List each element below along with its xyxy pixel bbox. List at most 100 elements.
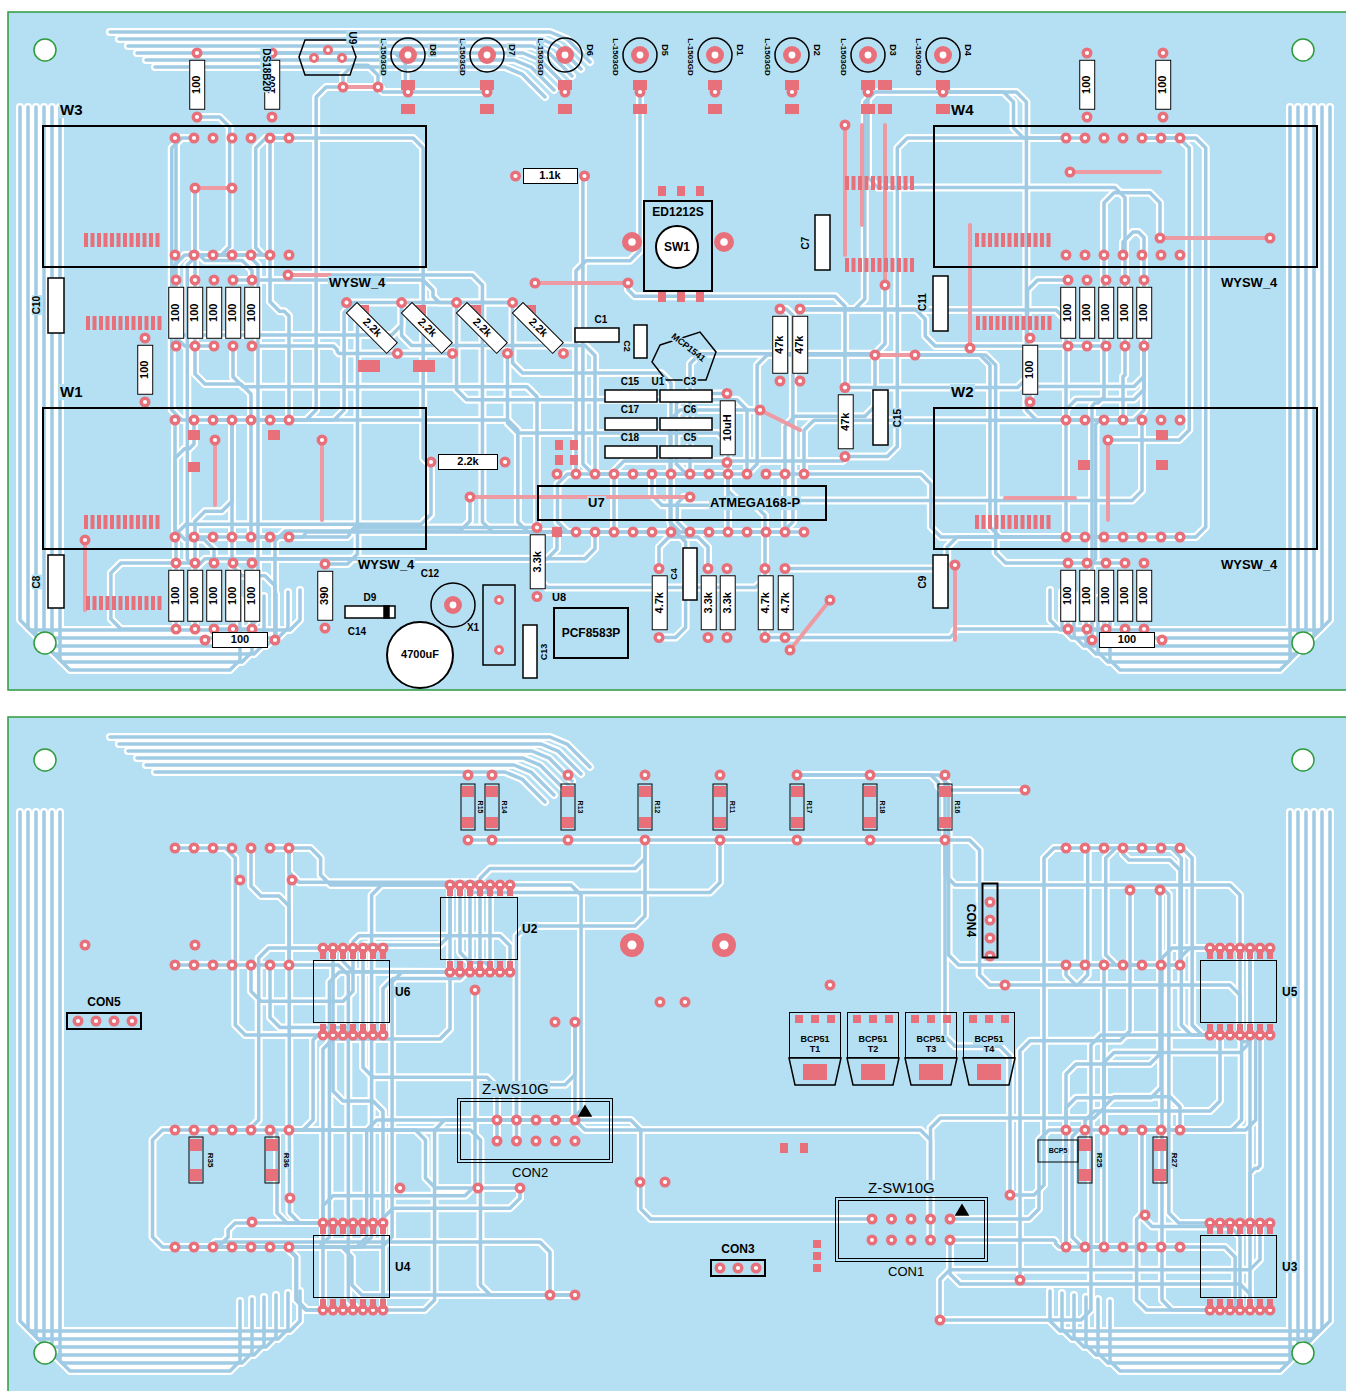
smd-pad (190, 1169, 202, 1181)
part-value: 100 (208, 303, 220, 323)
through-hole-pad (685, 527, 696, 538)
through-hole-pad (170, 415, 181, 426)
through-hole-pad (1137, 532, 1148, 543)
copper-trace (460, 885, 490, 972)
through-hole-pad (190, 558, 201, 569)
drill-hole (473, 988, 477, 992)
through-hole-pad (666, 469, 677, 480)
component-label: W4 (950, 102, 975, 118)
smd-pad (639, 786, 651, 797)
resistor-body: 3.3k (719, 575, 735, 630)
through-hole-pad (825, 595, 836, 606)
through-hole-pad (494, 595, 504, 605)
drill-hole (718, 773, 722, 777)
smd-pad (677, 186, 685, 196)
drill-hole (174, 344, 178, 348)
drill-hole (657, 566, 661, 570)
smd-pad (477, 961, 483, 971)
drill-hole (174, 561, 178, 565)
part-label: C7 (801, 236, 812, 251)
part-label: C8 (32, 575, 43, 590)
part-label: U1 (651, 377, 666, 388)
drill-hole (1066, 627, 1070, 631)
drill-hole (230, 535, 234, 539)
through-hole-pad (1265, 233, 1276, 244)
trace-clearance (195, 532, 595, 629)
connector-box: Z-SW10GCON1 (835, 1197, 988, 1262)
drill-hole (643, 838, 647, 842)
through-hole-pad (703, 632, 714, 643)
drill-hole (1178, 136, 1182, 140)
through-hole-pad (755, 405, 766, 416)
smd-pad (477, 886, 483, 896)
trace-clearance (1123, 848, 1220, 1035)
through-hole-pad (228, 275, 239, 286)
smd-pad (1154, 1169, 1166, 1181)
smd-pad (136, 233, 140, 247)
through-hole-pad (723, 469, 734, 480)
through-hole-pad (1101, 275, 1112, 286)
smd-pad (1237, 1024, 1243, 1034)
smd-pad (320, 1224, 326, 1234)
through-hole-pad (551, 1136, 561, 1146)
through-hole-pad (1101, 558, 1112, 569)
top-layer-trace (875, 353, 915, 357)
trace-clearance (1030, 280, 1144, 402)
smd-pad (982, 515, 986, 529)
smd-pad (84, 515, 88, 529)
drill-hole (268, 136, 272, 140)
drill-hole (1123, 561, 1127, 565)
through-hole-pad (426, 457, 437, 468)
ic-package: U2 (440, 897, 518, 960)
part-label: L-1503GD (686, 37, 694, 76)
drill-hole (948, 1238, 952, 1242)
drill-hole (174, 627, 178, 631)
trace-clearance (1108, 138, 1189, 440)
smd-pad (633, 80, 647, 90)
led-outline (391, 38, 425, 72)
through-hole-pad (1087, 635, 1098, 646)
smd-pad (708, 80, 722, 90)
smd-pad (360, 1024, 366, 1034)
through-hole-pad (1061, 250, 1072, 261)
copper-trace (1123, 848, 1220, 1035)
through-hole-pad (722, 632, 733, 643)
pin-one-marker (956, 1205, 968, 1215)
drill-hole (968, 346, 972, 350)
through-hole-pad (320, 559, 331, 570)
led-outline (548, 38, 582, 72)
copper-trace (690, 285, 885, 474)
top-layer-trace (953, 565, 957, 640)
through-hole-pad (190, 341, 201, 352)
drill-hole (650, 530, 654, 534)
through-hole-pad (309, 53, 319, 63)
mounting-hole (1292, 749, 1314, 771)
board-top-layer (8, 12, 1346, 690)
transistor-package: BCP51T2 (847, 1012, 899, 1058)
through-hole-pad (680, 997, 691, 1008)
drill-hole (1121, 1128, 1125, 1132)
smd-pad (1257, 1024, 1263, 1034)
through-hole-pad (640, 770, 651, 781)
through-hole-pad (532, 522, 543, 533)
drill-hole (789, 52, 796, 59)
smd-pad (86, 316, 90, 330)
through-hole-pad (494, 645, 504, 655)
part-label: C15 (620, 377, 640, 388)
smd-pad (1257, 1299, 1263, 1309)
through-hole-pad (200, 635, 211, 646)
part-value: 47k (774, 335, 786, 355)
drill-hole (249, 1128, 253, 1132)
through-hole-pad (620, 933, 644, 957)
through-hole-pad (1175, 133, 1186, 144)
smd-pad (878, 104, 892, 114)
through-hole-pad (985, 933, 996, 944)
drill-hole (627, 940, 636, 949)
through-hole-pad (1118, 532, 1129, 543)
component-label: T2 (867, 1045, 880, 1054)
pads (52, 45, 1276, 1326)
drill-hole (192, 418, 196, 422)
smd-resistor-outline (790, 784, 804, 830)
drill-hole (866, 90, 870, 94)
smd-pad (358, 360, 380, 372)
